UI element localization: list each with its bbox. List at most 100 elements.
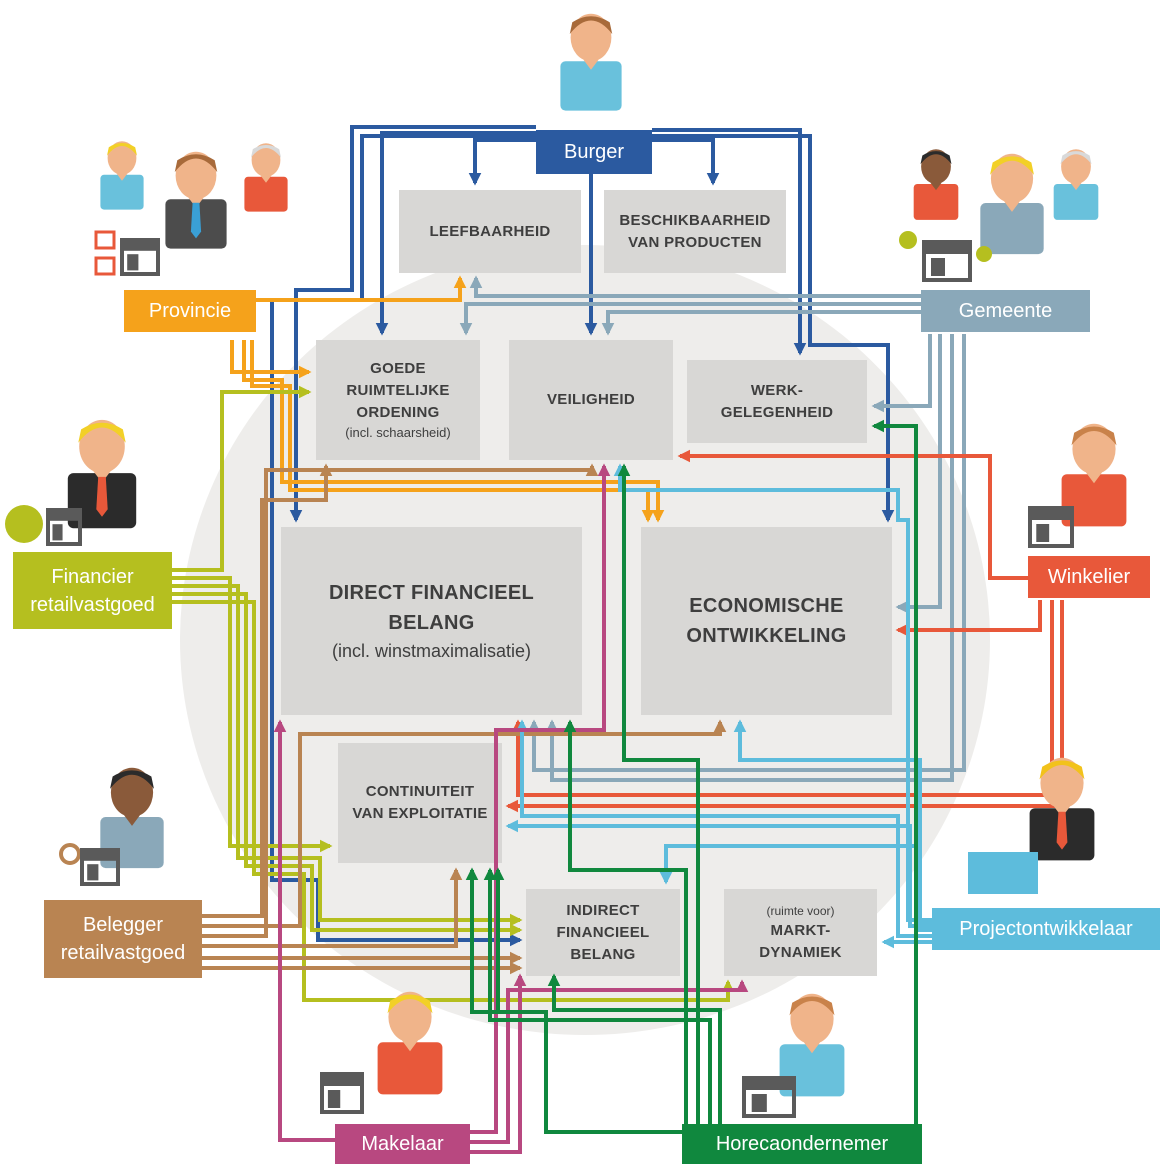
hair-shape — [920, 151, 952, 165]
person-icon — [1053, 183, 1099, 220]
neck-shape — [930, 182, 942, 191]
belegger-arrows — [202, 463, 727, 975]
tie-shape — [1056, 811, 1068, 850]
topic-beschikbaarheid: BESCHIKBAARHEID VAN PRODUCTEN — [604, 190, 786, 273]
head-shape — [990, 153, 1034, 204]
shop-body — [80, 856, 120, 886]
topic-title: MARKT- DYNAMIEK — [759, 921, 842, 961]
topic-leefbaarheid: LEEFBAARHEID — [399, 190, 581, 273]
head-shape — [570, 13, 612, 62]
person-icon — [100, 174, 144, 210]
topic-title: ECONOMISCHE ONTWIKKELING — [686, 595, 847, 647]
arrow — [652, 138, 720, 186]
arrow — [273, 719, 335, 1142]
topic-subtitle: (incl. winstmaximalisatie) — [331, 641, 532, 661]
arrow — [659, 844, 932, 926]
topic-title: LEEFBAARHEID — [429, 222, 551, 240]
hair-shape — [1039, 760, 1085, 780]
hair-shape — [110, 770, 154, 789]
arrow — [172, 592, 523, 937]
arrow — [465, 867, 682, 1134]
shop-door — [327, 1090, 341, 1108]
actor-projectontwikkelaar[interactable]: Projectontwikkelaar — [932, 908, 1160, 950]
shop-body — [46, 516, 82, 546]
topic-title: DIRECT FINANCIEEL BELANG — [328, 582, 535, 634]
arrow — [511, 600, 1054, 797]
head-shape — [107, 141, 137, 175]
person-icon — [1061, 474, 1127, 527]
actor-winkelier[interactable]: Winkelier — [1028, 556, 1150, 598]
head-shape — [1040, 757, 1084, 809]
neck-shape — [260, 175, 272, 183]
arrow — [375, 131, 536, 336]
arrow — [547, 973, 722, 1128]
arrow — [172, 584, 523, 927]
neck-shape — [583, 59, 599, 70]
neck-shape — [116, 173, 128, 181]
actor-horecaondernemer[interactable]: Horecaondernemer — [682, 1124, 922, 1164]
arrow — [617, 463, 700, 1128]
arrow — [871, 334, 932, 413]
topic-goede-ordening: GOEDE RUIMTELIJKE ORDENING (incl. schaar… — [316, 340, 480, 460]
arrow — [677, 449, 1028, 580]
arrow — [527, 334, 966, 772]
hair-shape — [387, 994, 433, 1014]
shop-door — [52, 524, 63, 541]
hair-shape — [1071, 426, 1117, 446]
shop-icon — [80, 848, 120, 859]
shop-door — [87, 864, 99, 881]
topic-prefix: (ruimte voor) — [766, 903, 835, 918]
person-icon — [244, 176, 288, 212]
shop-icon — [320, 1072, 364, 1084]
actor-label: Belegger retailvastgoed — [60, 914, 186, 964]
neck-shape — [803, 1042, 821, 1054]
actor-gemeente[interactable]: Gemeente — [921, 290, 1090, 332]
topic-title: BESCHIKBAARHEID VAN PRODUCTEN — [619, 211, 771, 251]
head-shape — [388, 991, 432, 1043]
makelaar-arrows — [273, 463, 749, 1154]
shop-icon — [922, 240, 972, 252]
arrow — [470, 463, 611, 1134]
shop-body — [120, 246, 160, 277]
head-shape — [921, 149, 951, 184]
burger-arrows — [270, 125, 895, 947]
head-shape — [251, 143, 281, 177]
actor-burger[interactable]: Burger — [536, 130, 652, 174]
arrow — [289, 125, 536, 523]
actor-label: Projectontwikkelaar — [959, 918, 1133, 940]
arrow — [601, 310, 921, 336]
gemeente-arrows — [459, 275, 966, 782]
actor-belegger[interactable]: Belegger retailvastgoed — [44, 900, 202, 978]
topic-subtitle: (incl. schaarsheid) — [345, 425, 451, 440]
arrow — [469, 275, 921, 298]
arrow — [459, 302, 921, 336]
neck-shape — [401, 1040, 419, 1052]
actor-label: Provincie — [148, 300, 232, 322]
arrow — [172, 576, 333, 853]
arrow — [483, 867, 712, 1128]
actor-label: Horecaondernemer — [715, 1133, 889, 1155]
tree-icon — [899, 231, 917, 249]
shop-door — [931, 258, 945, 276]
arrow — [202, 463, 599, 938]
actor-provincie[interactable]: Provincie — [124, 290, 256, 332]
actor-label: Winkelier — [1047, 566, 1131, 588]
actor-makelaar[interactable]: Makelaar — [335, 1124, 470, 1164]
shop-body — [320, 1082, 364, 1114]
actor-financier[interactable]: Financier retailvastgoed — [13, 552, 172, 629]
horeca-arrows — [465, 419, 918, 1134]
head-shape — [175, 151, 217, 200]
arrow — [470, 979, 749, 1144]
winkelier-arrows — [505, 449, 1064, 813]
topic-direct-financieel: DIRECT FINANCIEEL BELANG (incl. winstmax… — [281, 527, 582, 715]
arrow — [242, 340, 665, 523]
shop-body — [742, 1086, 796, 1118]
person-icon — [913, 183, 959, 220]
arrow — [895, 600, 1042, 637]
shop-door — [127, 254, 139, 271]
shop-door — [751, 1094, 767, 1112]
topic-veiligheid: VEILIGHEID — [509, 340, 673, 460]
neck-shape — [1004, 201, 1020, 212]
shop-icon — [742, 1076, 796, 1088]
